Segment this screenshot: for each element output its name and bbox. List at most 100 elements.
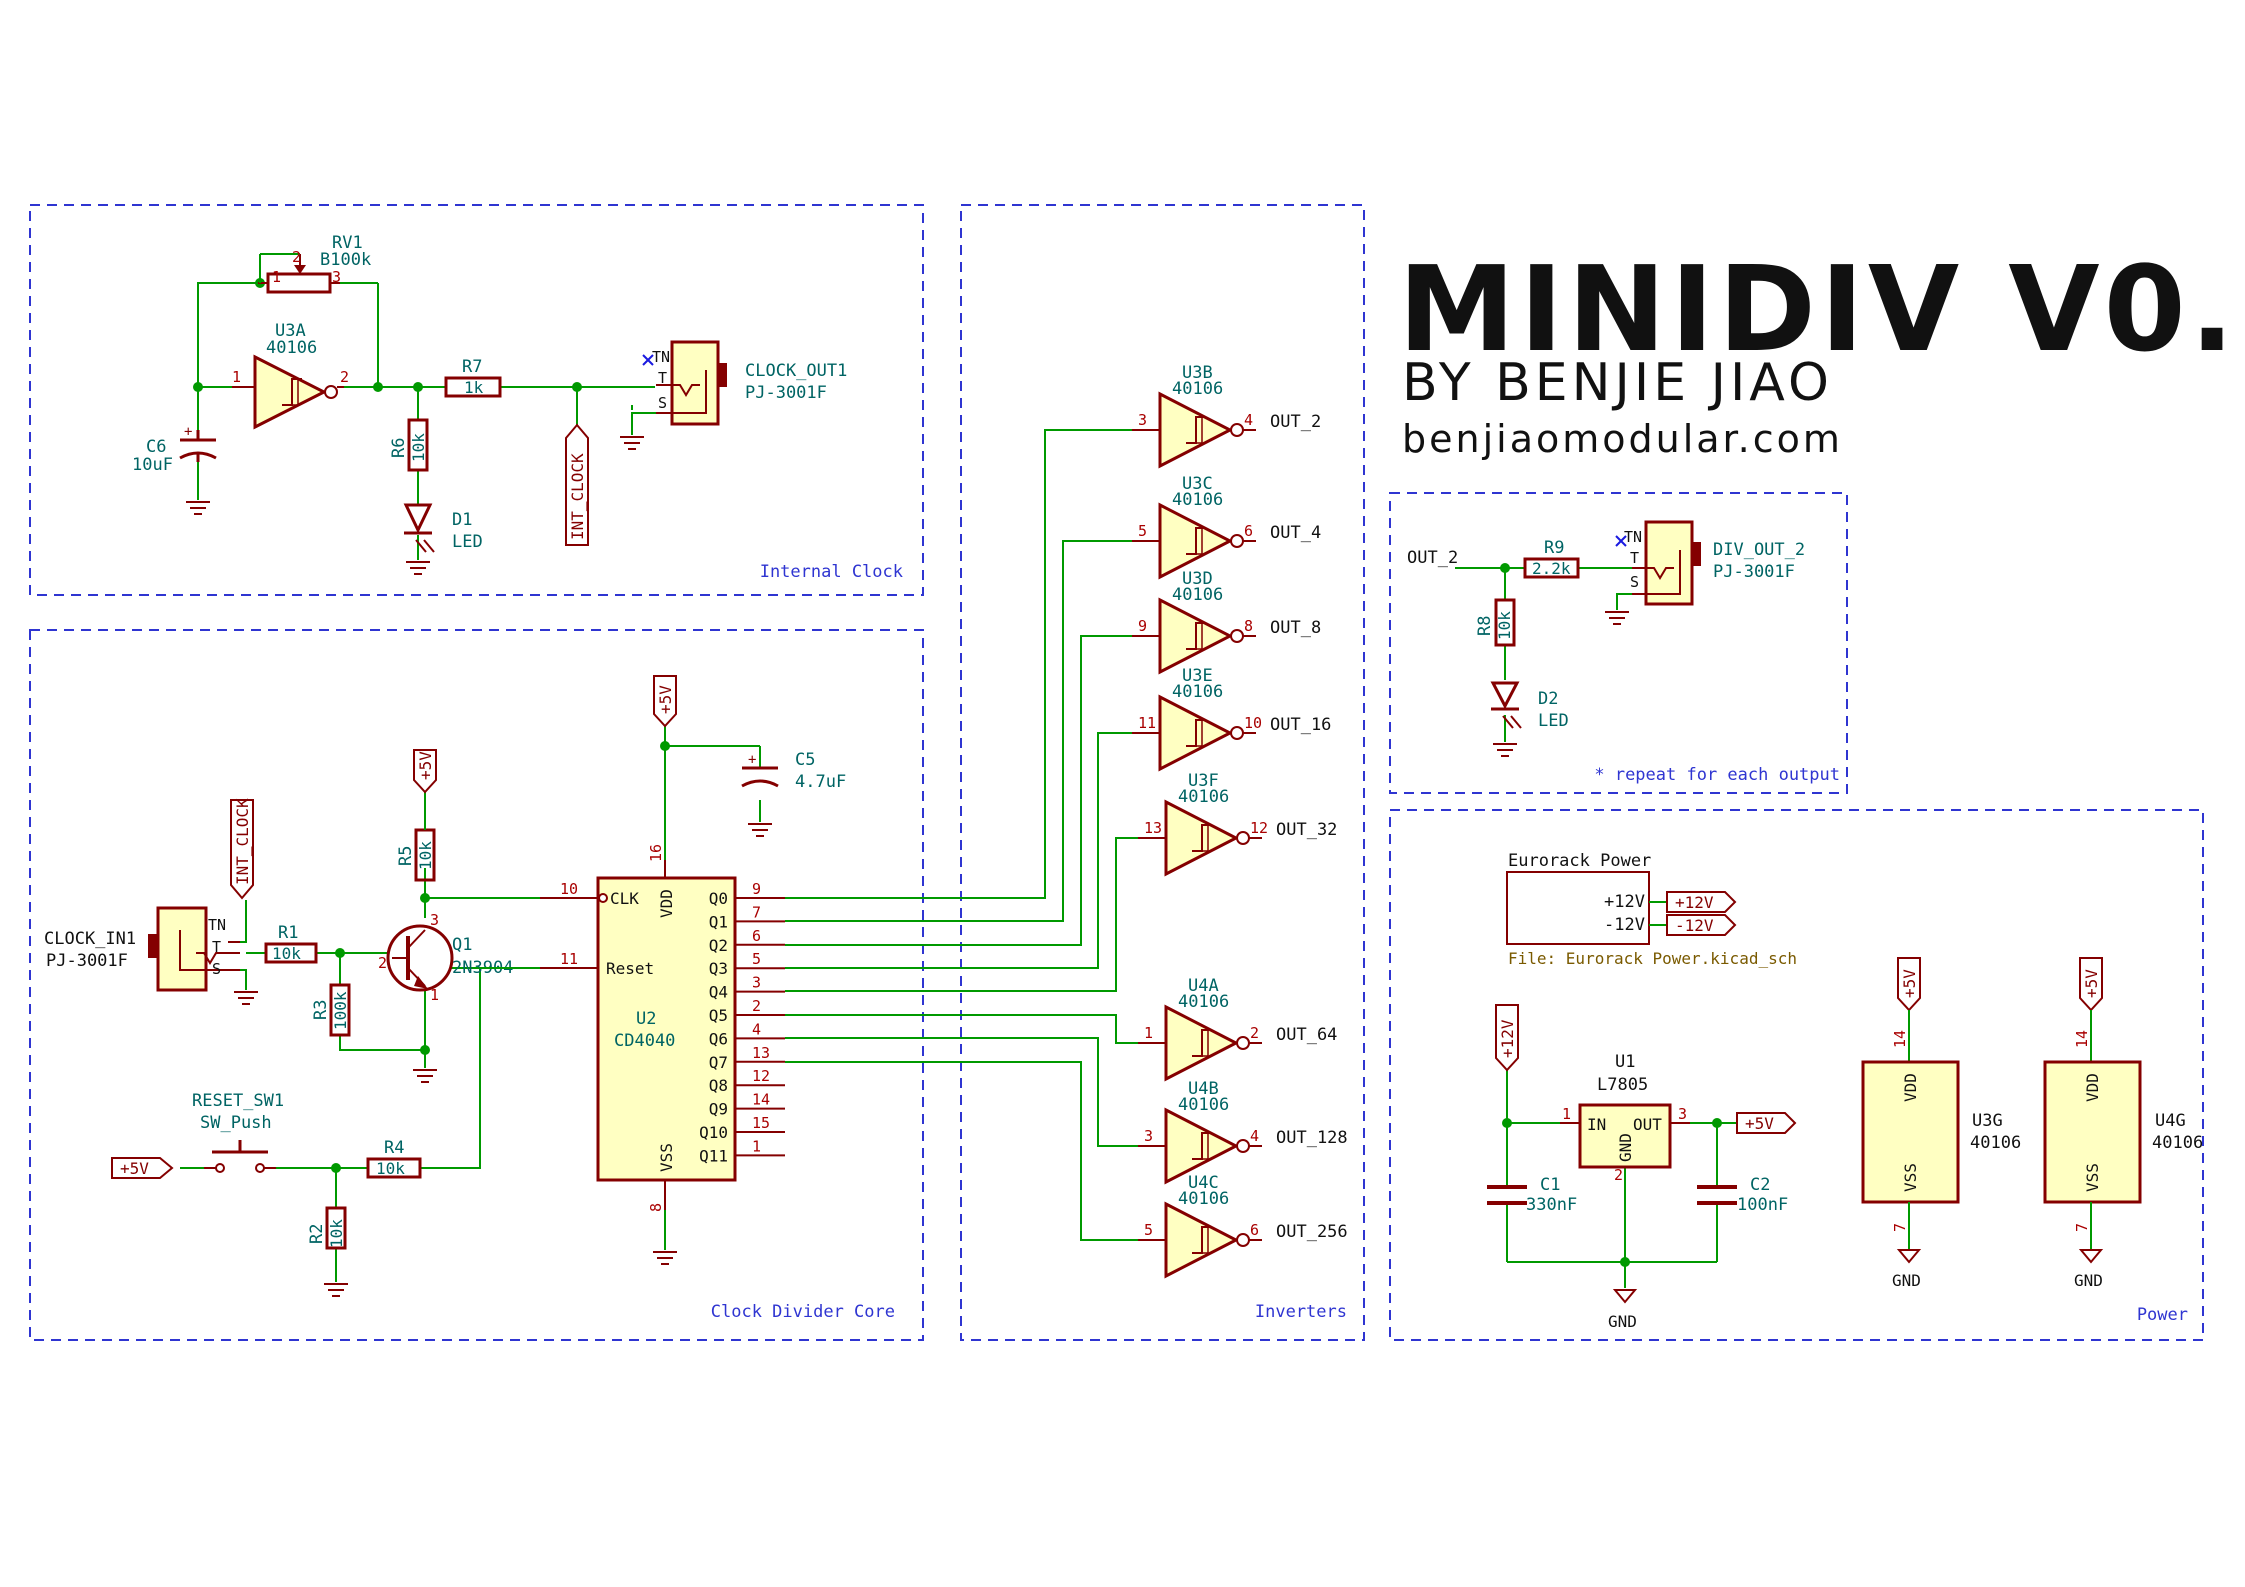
u3g-vss: VSS [1901, 1163, 1920, 1192]
inverter-in-pin: 3 [1144, 1127, 1153, 1145]
inverter-out-pin: 6 [1250, 1221, 1259, 1239]
c6-ref: C6 [146, 437, 166, 457]
inverter-ref: U3D [1182, 569, 1213, 589]
q1-ref: Q1 [452, 935, 472, 955]
div-out2-noconnect-icon [1615, 535, 1627, 547]
r5-value: 10k [416, 841, 435, 870]
inverter-out-net: OUT_16 [1270, 715, 1331, 735]
inverters-block-label: Inverters [1255, 1302, 1347, 1322]
r8-ref: R8 [1475, 616, 1495, 636]
rv1-potentiometer [258, 253, 340, 294]
inverters-block [960, 204, 1365, 1341]
clock-in1-ground-icon [234, 991, 258, 1005]
u4g-ref: U4G [2155, 1111, 2186, 1131]
schematic-title: MINIDIV V0.1 [1398, 240, 2245, 378]
u2-pin-q5-name: Q5 [709, 1006, 728, 1025]
output-stage-block [1389, 492, 1848, 794]
clock-out1-jack [656, 340, 727, 426]
u3g-vss-pin: 7 [1891, 1223, 1909, 1232]
d1-led-icon [403, 503, 435, 553]
u1-pin-out-num: 3 [1678, 1105, 1687, 1123]
internal-clock-wires [197, 282, 656, 560]
svg-text:+: + [184, 424, 192, 440]
int-clock-hier-label: INT_CLOCK [565, 423, 589, 546]
r5-ref: R5 [396, 846, 416, 866]
r9-resistor [1523, 557, 1580, 579]
u3g-power-unit [1861, 957, 1960, 1264]
c2-value: 100nF [1737, 1195, 1788, 1215]
r4-resistor [366, 1157, 422, 1179]
u3a-ref: U3A [275, 321, 306, 341]
eurorack-sheet-pin-p12: +12V [1604, 892, 1645, 912]
r2-ground-icon [324, 1283, 348, 1297]
inverter-out-net: OUT_64 [1276, 1025, 1337, 1045]
u4g-value: 40106 [2152, 1133, 2203, 1153]
c6-value: 10uF [132, 455, 173, 475]
r2-resistor [325, 1206, 347, 1250]
q1-transistor [386, 924, 454, 992]
u4g-plus5: +5V [2082, 969, 2101, 998]
c5-ref: C5 [795, 750, 815, 770]
u2-vdd-num: 16 [647, 844, 665, 862]
c6-ground-icon [186, 501, 210, 515]
schematic-author: BY BENJIE JIAO [1402, 353, 1833, 413]
reset-sw-value: SW_Push [200, 1113, 272, 1133]
eurorack-power-sheet [1506, 871, 1650, 945]
inverter-value: 40106 [1172, 490, 1223, 510]
divider-to-inverter-wires [785, 429, 1138, 1241]
d1-ground-icon [406, 561, 430, 575]
r8-resistor [1494, 598, 1516, 647]
divider-core-block [29, 629, 924, 1341]
u1-pin-in-name: IN [1587, 1115, 1606, 1134]
c5-capacitor [741, 766, 779, 788]
u2-pin-11-num: 11 [560, 950, 578, 968]
inverter-out-pin: 12 [1250, 819, 1268, 837]
u3a-pin-1: 1 [232, 368, 241, 386]
u2-pin-q8-num: 12 [752, 1067, 770, 1085]
u4g-gnd: GND [2074, 1271, 2103, 1290]
q1-pin-e: 1 [430, 986, 439, 1004]
r3-value: 100k [331, 991, 350, 1030]
u3a-pin-2: 2 [340, 368, 349, 386]
inverter-value: 40106 [1178, 787, 1229, 807]
inverter-value: 40106 [1178, 1189, 1229, 1209]
svg-text:+12V: +12V [1498, 1019, 1517, 1058]
internal-clock-block [29, 204, 924, 596]
r1-value: 10k [272, 944, 301, 963]
clock-out1-noconnect-icon [642, 354, 654, 366]
u3g-vdd: VDD [1901, 1073, 1920, 1102]
inverter-value: 40106 [1178, 992, 1229, 1012]
u2-pin-10-num: 10 [560, 880, 578, 898]
reset-sw-ref: RESET_SW1 [192, 1091, 284, 1111]
inverter-in-pin: 1 [1144, 1024, 1153, 1042]
u2-pin-q6-name: Q6 [709, 1029, 728, 1048]
u2-pin-q10-num: 15 [752, 1114, 770, 1132]
div-out2-pin-t: T [1630, 549, 1639, 567]
u4g-vdd-pin: 14 [2073, 1030, 2091, 1048]
u2-pin-11-name: Reset [606, 959, 654, 978]
inverter-in-pin: 5 [1144, 1221, 1153, 1239]
u3g-ref: U3G [1972, 1111, 2003, 1131]
inverter-in-pin: 11 [1138, 714, 1156, 732]
clock-out1-ref: CLOCK_OUT1 [745, 361, 847, 381]
clock-out1-pin-t: T [658, 369, 667, 387]
regulator-gnd-label: GND [1608, 1312, 1637, 1331]
inverter-ref: U4B [1188, 1079, 1219, 1099]
clock-out1-value: PJ-3001F [745, 383, 827, 403]
clock-out1-pin-tn: TN [652, 348, 670, 366]
rv1-pin-1: 1 [272, 268, 281, 286]
c1-capacitor [1487, 1185, 1527, 1205]
reset-plus5-label: +5V [111, 1157, 174, 1179]
inverter-out-pin: 6 [1244, 522, 1253, 540]
c5-ground-icon [748, 823, 772, 837]
u2-pin-q4-name: Q4 [709, 983, 728, 1002]
r6-resistor [407, 418, 429, 472]
inverter-in-pin: 3 [1138, 411, 1147, 429]
r1-resistor [264, 942, 318, 964]
u2-pin-q11-num: 1 [752, 1137, 761, 1155]
port-plus12: +12V [1666, 891, 1737, 913]
